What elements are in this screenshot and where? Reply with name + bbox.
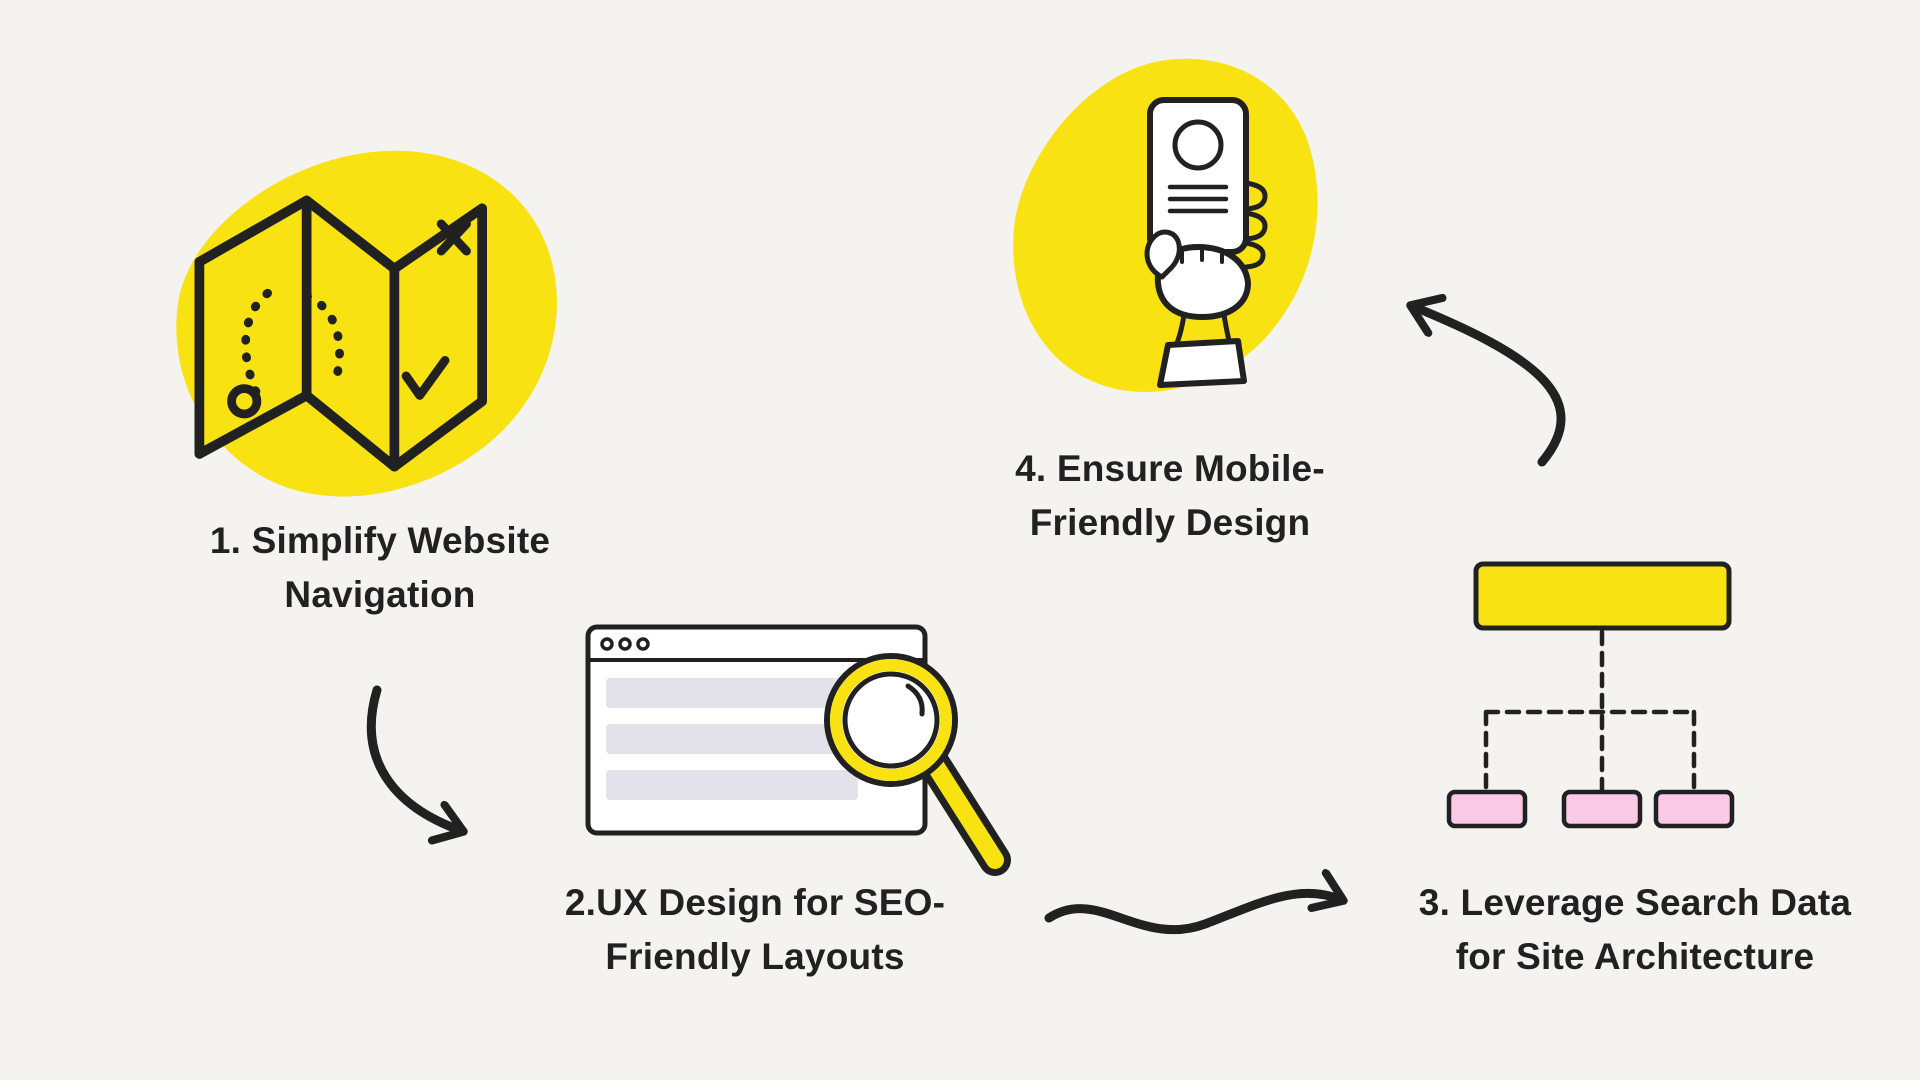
thumb (1144, 229, 1182, 280)
browser-window-magnifier-icon (585, 624, 1011, 876)
magnifier-rim (830, 659, 952, 781)
phone-screen-circle (1172, 119, 1224, 171)
step-1-label-line1: 1. Simplify Website (209, 520, 551, 561)
step-2-label: 2.UX Design for SEO- Friendly Layouts (520, 876, 990, 984)
step-2-label-line1: 2.UX Design for SEO- (564, 882, 946, 923)
map-check-mark (401, 355, 450, 400)
step-2-label-line2: Friendly Layouts (605, 936, 905, 978)
arrow-step2-to-step3 (1044, 893, 1342, 935)
sitemap-root-node (1473, 561, 1732, 631)
content-bar-2 (606, 724, 858, 754)
folded-map-icon (176, 150, 557, 497)
step-1-label: 1. Simplify Website Navigation (140, 514, 620, 622)
hand-holding-phone-icon (1013, 58, 1318, 392)
sitemap-child-node-1 (1446, 789, 1528, 829)
step-3-label: 3. Leverage Search Data for Site Archite… (1390, 876, 1880, 984)
arrow-step3-to-step4 (1412, 306, 1566, 467)
sitemap-child-node-2 (1561, 789, 1643, 829)
step-1-label-line2: Navigation (284, 574, 476, 616)
content-bar-3 (606, 770, 858, 800)
sitemap-icon (1446, 561, 1735, 829)
map-start-marker (227, 384, 262, 419)
content-bar-1 (606, 678, 858, 708)
sitemap-child-node-3 (1653, 789, 1735, 829)
lens-reflection (905, 683, 925, 717)
step-4-label-line1: 4. Ensure Mobile- (1015, 448, 1325, 489)
fingertip-2 (1243, 210, 1268, 242)
browser-dot-1 (600, 637, 614, 651)
map-x-mark (436, 219, 471, 256)
magnifier-lens-inner (842, 671, 940, 769)
sitemap-connectors (1483, 629, 1697, 795)
magnifier-handle (924, 753, 1004, 869)
map-dotted-route-1 (241, 283, 280, 396)
fingertip-3 (1243, 240, 1266, 270)
arrow-step1-to-step2 (366, 685, 462, 831)
map-dotted-route-2 (302, 291, 344, 385)
browser-dot-3 (636, 637, 650, 651)
step-4-label-line2: Friendly Design (1029, 502, 1311, 544)
browser-dot-2 (618, 637, 632, 651)
step-4-label: 4. Ensure Mobile- Friendly Design (950, 442, 1390, 550)
phone-screen-lines (1167, 184, 1229, 214)
fingertip-1 (1243, 180, 1268, 212)
sleeve-cuff (1157, 338, 1247, 388)
finger-separations (1180, 246, 1224, 264)
step-3-label-line2: for Site Architecture (1455, 936, 1815, 978)
step-3-label-line1: 3. Leverage Search Data (1418, 882, 1852, 923)
